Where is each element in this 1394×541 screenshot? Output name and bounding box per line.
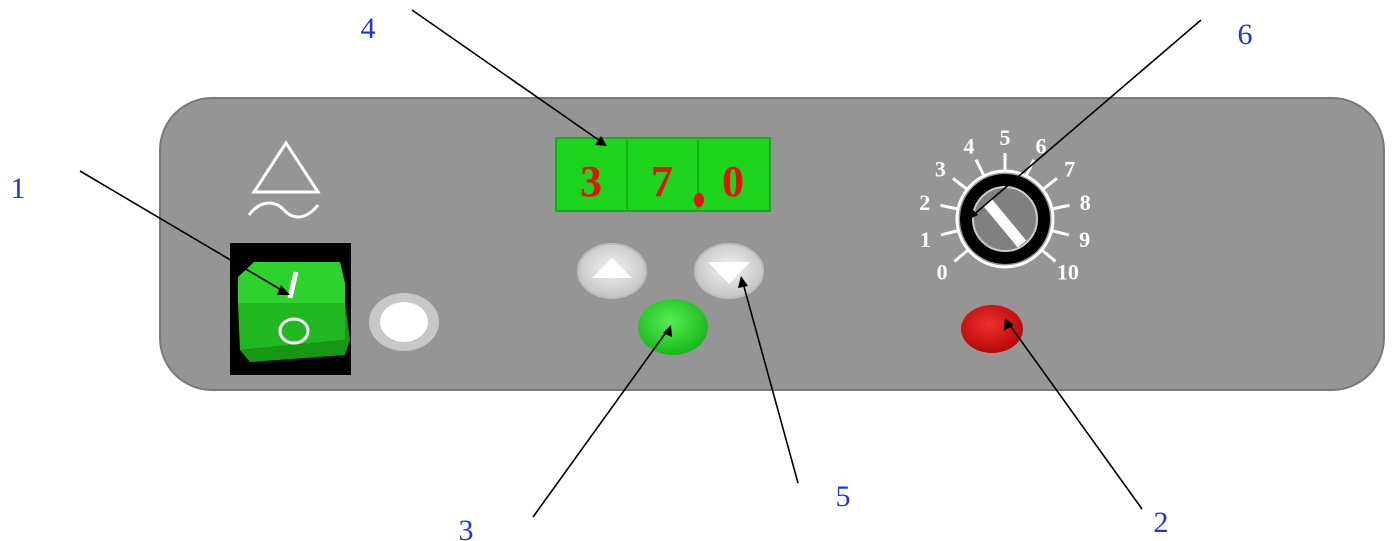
callout-5: 5 — [836, 480, 851, 513]
dial-scale-label: 8 — [1080, 190, 1091, 215]
callout-6: 6 — [1238, 18, 1253, 51]
down-arrow-icon — [708, 262, 750, 284]
dial-scale-label: 4 — [964, 133, 975, 158]
display-digit-2: 7 — [651, 157, 673, 206]
leader-line-6 — [970, 19, 1202, 218]
callout-4: 4 — [361, 12, 376, 45]
off-mark-icon — [278, 317, 310, 345]
dial-scale-label: 6 — [1035, 133, 1046, 158]
callout-1: 1 — [11, 172, 26, 205]
leader-line-2 — [1008, 323, 1143, 510]
leader-line-5 — [742, 282, 799, 484]
callout-3: 3 — [459, 514, 474, 541]
dial-pointer — [983, 199, 1027, 248]
stop-button[interactable] — [961, 305, 1023, 353]
dial-tick — [1041, 177, 1058, 191]
dial-tick — [1024, 159, 1036, 177]
leader-line-3 — [532, 330, 668, 518]
dial-scale-label: 5 — [1000, 125, 1011, 150]
dial-tick — [1051, 203, 1070, 211]
on-mark-icon — [287, 271, 299, 299]
digital-display: 3 7 0 — [555, 137, 771, 212]
leader-line-1 — [79, 170, 284, 292]
decimal-point — [694, 193, 704, 207]
dial-tick — [952, 177, 969, 191]
dial-scale-label: 0 — [937, 260, 948, 285]
callout-2: 2 — [1154, 506, 1169, 539]
down-button[interactable] — [694, 243, 764, 299]
dial-tick — [940, 229, 959, 237]
dial-tick — [1040, 248, 1057, 263]
dial-tick — [974, 159, 986, 177]
up-button[interactable] — [577, 243, 647, 299]
display-digit-3: 0 — [722, 157, 744, 206]
dial-scale-label: 2 — [919, 190, 930, 215]
indicator-lamp — [369, 293, 439, 351]
dial-ticks — [940, 153, 1070, 263]
dial-scale-label: 1 — [920, 227, 931, 252]
dial-scale-label: 7 — [1064, 157, 1075, 182]
dial-scale-label: 10 — [1057, 260, 1079, 285]
dial-tick — [953, 248, 970, 263]
display-digit-1: 3 — [580, 157, 602, 206]
leader-lines — [79, 9, 1202, 518]
power-symbol-icon — [247, 140, 321, 219]
leader-arrowheads — [277, 136, 1014, 337]
power-rocker-switch[interactable] — [230, 243, 351, 375]
up-arrow-icon — [592, 258, 632, 278]
dial-scale-label: 3 — [935, 157, 946, 182]
dial-tick — [1051, 229, 1070, 237]
start-button[interactable] — [638, 299, 708, 355]
dial-scale-label: 9 — [1079, 227, 1090, 252]
dial-tick — [940, 203, 959, 211]
leader-line-4 — [411, 9, 604, 144]
